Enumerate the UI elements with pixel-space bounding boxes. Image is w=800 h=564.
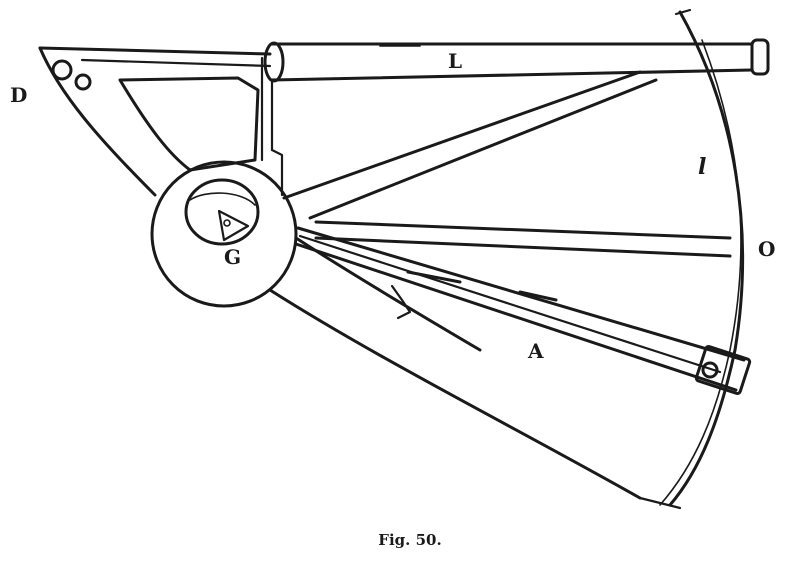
frame-upper-arm	[38, 46, 272, 197]
telescope-tube	[263, 38, 770, 83]
label-A: A	[527, 339, 544, 363]
index-mirror-hub	[150, 160, 298, 308]
label-l: l	[698, 154, 706, 180]
label-L: L	[448, 49, 462, 73]
index-arm	[294, 226, 752, 395]
label-D: D	[10, 83, 27, 107]
label-G: G	[224, 245, 241, 269]
frame-spokes	[268, 70, 732, 500]
graduated-arc	[638, 8, 745, 510]
tube-support-strut	[260, 56, 284, 197]
figure-caption: Fig. 50.	[378, 531, 441, 549]
label-O: O	[758, 237, 775, 261]
horizon-glass-holes	[51, 59, 92, 91]
